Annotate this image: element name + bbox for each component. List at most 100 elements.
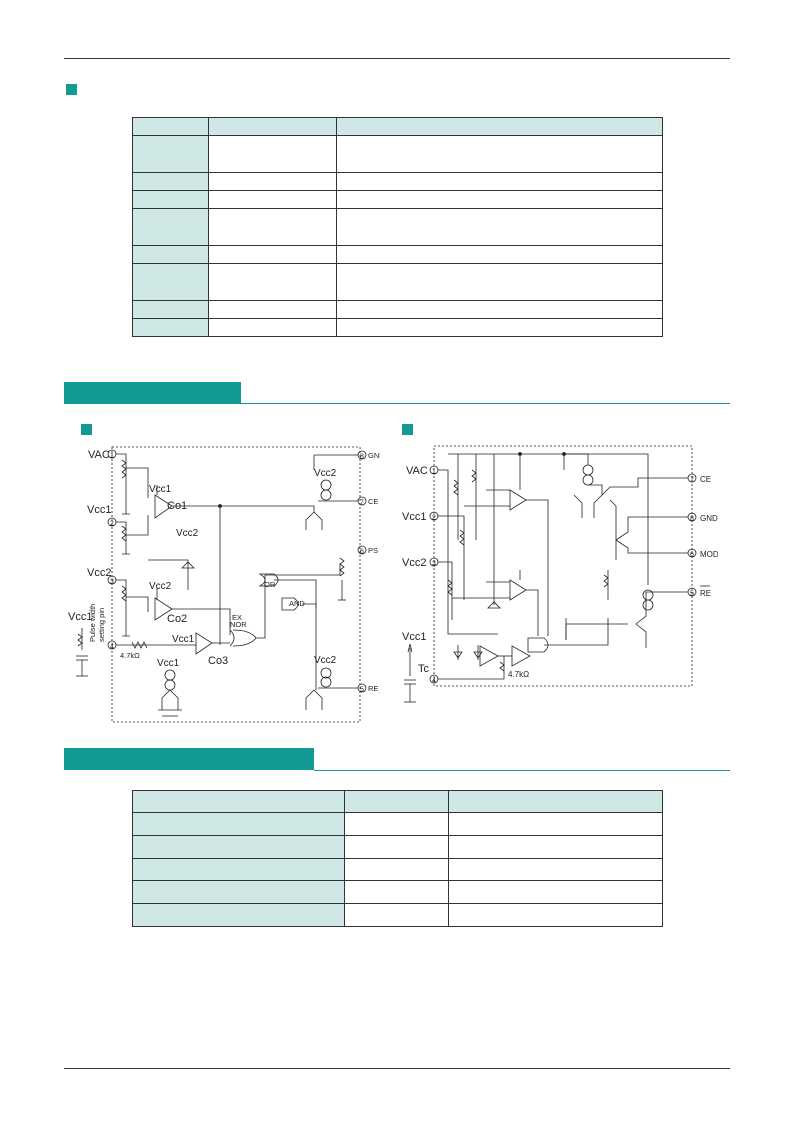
vcc1-node-b: Vcc1	[172, 634, 195, 645]
table-cell	[132, 245, 209, 264]
table-row	[132, 190, 663, 209]
pin-description-table	[132, 117, 663, 337]
svg-text:3: 3	[110, 579, 114, 586]
gnd-label: GND	[368, 451, 380, 460]
table-row	[132, 263, 663, 301]
table-cell	[132, 172, 209, 191]
ratings-table	[132, 790, 663, 927]
table-cell	[344, 880, 449, 904]
svg-text:2: 2	[110, 521, 114, 528]
table-cell	[132, 190, 209, 209]
exnor-label-ex: EX	[232, 613, 242, 622]
table-cell	[132, 835, 345, 859]
svg-text:5: 5	[360, 687, 364, 694]
vcc1-node-c: Vcc1	[157, 658, 180, 669]
table-cell	[208, 300, 337, 319]
vac-label-right: VAC	[406, 465, 428, 477]
table-cell	[208, 318, 337, 337]
vcc1-ext-label-right: Vcc1	[402, 631, 426, 643]
table-cell	[344, 790, 449, 813]
vcc1-label: Vcc1	[87, 504, 111, 516]
table-cell	[132, 263, 209, 301]
table-cell	[336, 172, 663, 191]
pin-3-right: 3	[429, 557, 439, 568]
and-gate-label: AND	[289, 599, 305, 608]
table-cell	[132, 117, 209, 136]
re-pin-label: RE pin	[368, 684, 380, 693]
vcc1-node-a: Vcc1	[149, 484, 172, 495]
vcc2-label: Vcc2	[87, 567, 111, 579]
table-cell	[336, 190, 663, 209]
svg-text:4: 4	[432, 678, 436, 685]
table-cell	[208, 208, 337, 246]
svg-text:1: 1	[432, 469, 436, 476]
table-cell	[208, 245, 337, 264]
table-row	[132, 245, 663, 264]
mode-label: MODE	[700, 550, 718, 559]
svg-text:7: 7	[690, 477, 694, 484]
table-cell	[208, 172, 337, 191]
table-cell	[336, 263, 663, 301]
ic-boundary-right	[433, 445, 693, 687]
vcc2-label-right: Vcc2	[402, 557, 426, 569]
pulse-width-label: Pulse width	[88, 604, 97, 642]
table-cell	[132, 300, 209, 319]
table-cell	[132, 812, 345, 836]
svg-text:8: 8	[690, 516, 694, 523]
pin-4: 4	[107, 640, 117, 651]
table-cell	[448, 790, 663, 813]
table-cell	[336, 135, 663, 173]
pin-8: 8	[357, 450, 367, 461]
vcc2-node-d: Vcc2	[314, 655, 337, 666]
table-cell	[132, 903, 345, 927]
co3-label: Co3	[208, 655, 228, 667]
resistor-value-right: 4.7kΩ	[508, 670, 529, 679]
ce-label-right: CE	[700, 475, 711, 484]
table-cell	[208, 135, 337, 173]
pin-8-right: 8	[687, 512, 697, 523]
table-cell	[448, 835, 663, 859]
table-cell	[336, 117, 663, 136]
table-cell	[344, 812, 449, 836]
svg-text:1: 1	[110, 453, 114, 460]
table-cell	[132, 880, 345, 904]
pin-7: 7	[357, 496, 367, 507]
table-cell	[448, 812, 663, 836]
section-marker-left-diagram	[81, 424, 92, 435]
right-block-diagram: 1 2 3 4 7 8 6 5 VAC Vcc1 Vcc2 Vcc1 Tc CE…	[398, 440, 724, 730]
setting-pin-label: setting pin	[97, 608, 106, 642]
table-cell	[132, 858, 345, 881]
table-row	[132, 858, 663, 881]
pin-1-right: 1	[429, 465, 439, 476]
or-gate-label: OR	[264, 580, 276, 589]
co2-label: Co2	[167, 613, 187, 625]
table-cell	[344, 835, 449, 859]
table-row	[132, 790, 663, 813]
section-marker-pin-table	[66, 84, 77, 95]
table-cell	[344, 858, 449, 881]
table-row	[132, 300, 663, 319]
svg-text:8: 8	[360, 454, 364, 461]
table-cell	[448, 858, 663, 881]
svg-text:3: 3	[432, 561, 436, 568]
table-cell	[208, 117, 337, 136]
table-row	[132, 835, 663, 859]
re-label-right: RE	[700, 589, 711, 598]
pin-6: 6	[357, 545, 367, 556]
exnor-label-nor: NOR	[230, 620, 247, 629]
table-row	[132, 880, 663, 904]
table-row	[132, 117, 663, 136]
section-band-line	[241, 403, 730, 404]
table-cell	[132, 318, 209, 337]
table-cell	[336, 208, 663, 246]
pin-7-right: 7	[687, 473, 697, 484]
left-block-diagram: 1 2 3 4 8 7 6 5 VAC Vcc1 Vcc2 Vcc1 Co1 C…	[60, 440, 391, 730]
vcc2-node-c: Vcc2	[314, 468, 337, 479]
svg-text:6: 6	[360, 549, 364, 556]
svg-text:5: 5	[690, 591, 694, 598]
svg-text:6: 6	[690, 552, 694, 559]
table-row	[132, 208, 663, 246]
table-cell	[344, 903, 449, 927]
section-marker-right-diagram	[402, 424, 413, 435]
table-cell	[336, 245, 663, 264]
